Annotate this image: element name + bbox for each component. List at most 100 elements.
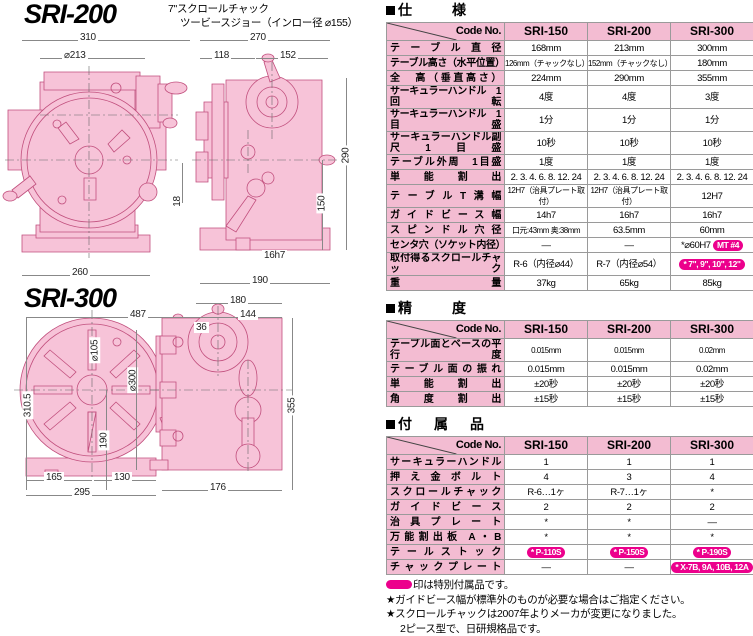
spec-row-label: サーキュラーハンドル 1目盛 xyxy=(387,109,505,132)
spec-cell: 290mm xyxy=(588,71,671,86)
spec-row-label: テーブル高さ（水平位置） xyxy=(387,56,505,71)
accessories-cell: * xyxy=(671,485,753,500)
accessories-heading: 付 属 品 xyxy=(386,414,753,434)
spec-row-label: センタ穴（ソケット内径） xyxy=(387,238,505,253)
dim-310: 310 xyxy=(78,32,98,43)
accuracy-row-label: テーブル面の振れ xyxy=(387,362,505,377)
special-accessory-badge: * X-7B, 9A, 10B, 12A xyxy=(671,562,752,573)
table-row: 万能割出板 A・B*** xyxy=(387,530,753,545)
sri200-drawing xyxy=(0,0,385,300)
accessories-row-label: 押え金ボルト xyxy=(387,470,505,485)
accessories-cell: 2 xyxy=(505,500,588,515)
accuracy-cell: ±15秒 xyxy=(588,392,671,407)
spec-row-label: 重 量 xyxy=(387,276,505,291)
table-row: 治具プレート**― xyxy=(387,515,753,530)
spec-cell: 16h7 xyxy=(588,208,671,223)
legend-note-text: 印は特別付属品です。 xyxy=(413,579,514,591)
spec-cell: 4度 xyxy=(588,86,671,109)
spec-cell: 1分 xyxy=(505,109,588,132)
accessories-cell: R-7…1ヶ xyxy=(588,485,671,500)
dim-130: 130 xyxy=(112,472,132,483)
spec-row-label: 取付得るスクロールチャック xyxy=(387,253,505,276)
accuracy-cell: 0.015mm xyxy=(588,339,671,362)
accessories-cell: * xyxy=(505,530,588,545)
accuracy-cell: ±20秒 xyxy=(505,377,588,392)
accuracy-cell: ±20秒 xyxy=(671,377,753,392)
dim-270: 270 xyxy=(248,32,268,43)
spec-cell: 1度 xyxy=(588,155,671,170)
spec-row-label: テーブル外周 1目盛 xyxy=(387,155,505,170)
accuracy-model-header-2: SRI-200 xyxy=(588,321,671,339)
spec-row-label: ガイドビース幅 xyxy=(387,208,505,223)
spec-model-header-1: SRI-150 xyxy=(505,23,588,41)
accessories-cell: 4 xyxy=(671,470,753,485)
accessories-row-label: サーキュラーハンドル xyxy=(387,455,505,470)
dim-290: 290 xyxy=(340,146,351,166)
spec-cell: 口元:43mm 奥:38mm xyxy=(505,223,588,238)
accessories-cell: 1 xyxy=(505,455,588,470)
accuracy-cell: 0.015mm xyxy=(588,362,671,377)
note-guide-piece: ★ガイドビース幅が標準外のものが必要な場合はご指定ください。 xyxy=(386,593,753,608)
spec-cell: 1分 xyxy=(671,109,753,132)
square-bullet-icon xyxy=(386,304,395,313)
dim-line-phi300 xyxy=(136,330,137,470)
accessories-row-label: ガイドビース xyxy=(387,500,505,515)
accuracy-row-label: テーブル面とベースの平行度 xyxy=(387,339,505,362)
accessories-cell: 1 xyxy=(671,455,753,470)
spec-cell: ― xyxy=(505,238,588,253)
accuracy-heading: 精 度 xyxy=(386,298,753,318)
accessories-cell: 3 xyxy=(588,470,671,485)
accuracy-row-label: 角 度 割 出 xyxy=(387,392,505,407)
spec-cell: 224mm xyxy=(505,71,588,86)
dim-144: 144 xyxy=(238,309,258,320)
dim-36: 36 xyxy=(194,322,209,333)
table-row: テールストック* P-110S* P-150S* P-190S xyxy=(387,545,753,560)
square-bullet-icon xyxy=(386,6,395,15)
square-bullet-icon xyxy=(386,420,395,429)
accessories-model-header-2: SRI-200 xyxy=(588,437,671,455)
accessories-cell: 1 xyxy=(588,455,671,470)
spec-code-label: Code No. xyxy=(387,23,505,41)
accessories-cell: * xyxy=(671,530,753,545)
spec-cell: 213mm xyxy=(588,41,671,56)
accuracy-cell: 0.02mm xyxy=(671,339,753,362)
table-row: チャックプレート――* X-7B, 9A, 10B, 12A xyxy=(387,560,753,575)
accessories-row-label: 万能割出板 A・B xyxy=(387,530,505,545)
accuracy-model-header-3: SRI-300 xyxy=(671,321,753,339)
spec-cell: 1度 xyxy=(671,155,753,170)
accuracy-cell: 0.015mm xyxy=(505,362,588,377)
spec-cell: ― xyxy=(588,238,671,253)
spec-row-label: スピンドル穴径 xyxy=(387,223,505,238)
dim-16h7: 16h7 xyxy=(262,250,287,261)
dim-line-213 xyxy=(40,58,145,59)
accessories-cell: * X-7B, 9A, 10B, 12A xyxy=(671,560,753,575)
special-accessory-badge: * P-150S xyxy=(610,547,649,558)
accessories-cell: 2 xyxy=(671,500,753,515)
spec-cell: 60mm xyxy=(671,223,753,238)
accuracy-cell: ±15秒 xyxy=(671,392,753,407)
spec-cell: 63.5mm xyxy=(588,223,671,238)
accessories-model-header-3: SRI-300 xyxy=(671,437,753,455)
accessories-cell: * xyxy=(588,530,671,545)
accessories-cell: ― xyxy=(671,515,753,530)
spec-cell: 1分 xyxy=(588,109,671,132)
spec-cell: * 7", 9", 10", 12" xyxy=(671,253,753,276)
spec-cell: 2. 3. 4. 6. 8. 12. 24 xyxy=(671,170,753,185)
technical-drawings-panel: SRI-200 7"スクロールチャック ツービースジョー（インロー径 ⌀155） xyxy=(0,0,385,506)
accuracy-cell: ±15秒 xyxy=(505,392,588,407)
accessories-cell: * xyxy=(505,515,588,530)
